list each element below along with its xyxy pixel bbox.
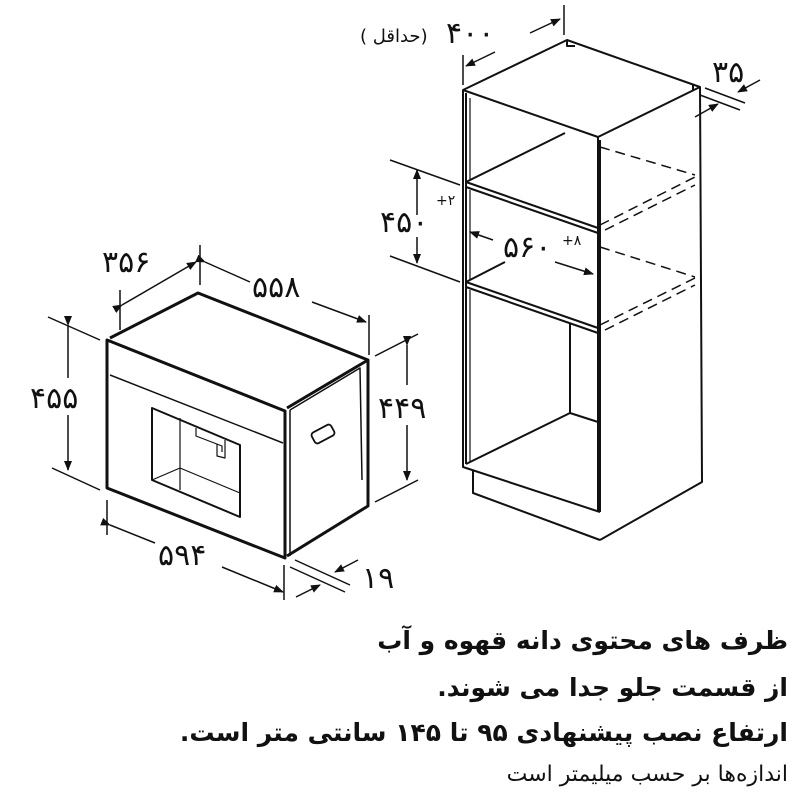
appliance-top [109,291,370,410]
note-line-3: ارتفاع نصب پیشنهادی ۹۵ تا ۱۴۵ سانتی متر … [179,718,788,747]
niche-width-label: ۵۶۰ [503,230,551,265]
cabinet-drawing [462,39,703,541]
note-line-1: ظرف های محتوی دانه قهوه و آب [377,626,788,655]
appliance-window [151,407,241,518]
cabinet-back-gap-label: ۳۵ [712,55,744,90]
coffee-machine-drawing [105,291,370,560]
cabinet-depth-note: ( حداقل) [360,26,428,47]
appliance-width-label: ۵۵۸ [252,270,300,305]
units-note: اندازه‌ها بر حسب میلیمتر است [506,762,788,787]
appliance-inner-height-label: ۴۴۹ [378,391,426,426]
appliance-front-face [105,338,287,560]
appliance-front-depth-label: ۱۹ [362,561,394,596]
niche-width-tolerance: +۸ [562,233,582,249]
side-handle [310,423,336,445]
niche-height-label: ۴۵۰ [380,205,428,240]
appliance-side [286,360,370,558]
appliance-front-width-label: ۵۹۴ [158,538,206,573]
niche-height-tolerance: +۲ [436,193,455,209]
appliance-dimension-lines [47,245,419,600]
cabinet-depth-label: ۴۰۰ [446,16,494,51]
cabinet-dimension-lines [389,5,761,283]
cabinet-hidden-lines [599,146,696,331]
appliance-depth-label: ۳۵۶ [102,245,150,280]
appliance-height-label: ۴۵۵ [30,381,78,416]
note-line-2: از قسمت جلو جدا می شوند. [437,673,788,702]
